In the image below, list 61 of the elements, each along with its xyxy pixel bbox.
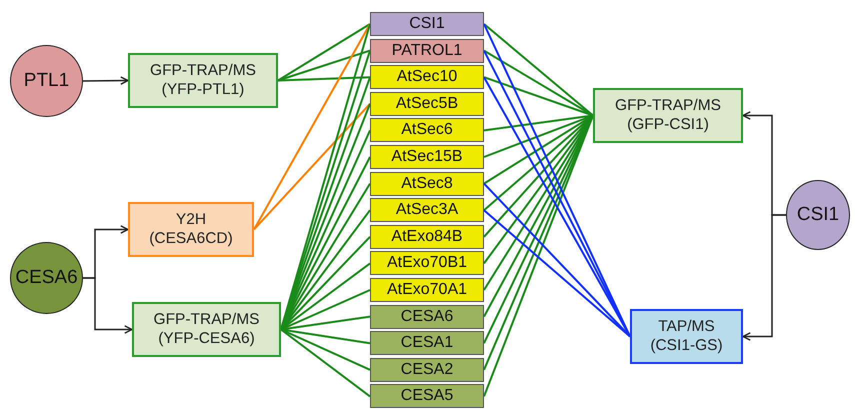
protein-box bbox=[370, 331, 484, 356]
node-label: GFP-TRAP/MS bbox=[150, 62, 256, 80]
protein-box bbox=[370, 38, 484, 63]
protein-box bbox=[370, 118, 484, 142]
node-label: AtSec8 bbox=[401, 174, 453, 193]
node-label: (GFP-CSI1) bbox=[627, 116, 709, 134]
method-box bbox=[128, 53, 278, 108]
protein-box bbox=[370, 172, 484, 196]
method-box bbox=[630, 309, 743, 364]
protein-box bbox=[370, 278, 484, 302]
node-label: TAP/MS bbox=[658, 318, 715, 336]
method-box bbox=[128, 202, 254, 257]
protein-box bbox=[370, 65, 484, 90]
node-label: AtExo70A1 bbox=[386, 281, 468, 299]
node-label: (CESA6CD) bbox=[149, 230, 233, 248]
node-label: (YFP-PTL1) bbox=[162, 80, 244, 100]
protein-box bbox=[370, 358, 484, 382]
interaction-line bbox=[280, 328, 371, 398]
interaction-line bbox=[278, 50, 370, 82]
protein-box bbox=[370, 224, 484, 249]
node-label: AtSec6 bbox=[401, 121, 453, 140]
node-label: AtSec3A bbox=[396, 201, 458, 220]
arrow bbox=[742, 214, 786, 341]
node-label: (CSI1-GS) bbox=[650, 336, 723, 356]
protein-box bbox=[370, 12, 484, 36]
interaction-line bbox=[483, 50, 594, 116]
node-label: GFP-TRAP/MS bbox=[154, 310, 260, 330]
node-label: CSI1 bbox=[409, 15, 445, 33]
node-label: CESA6 bbox=[15, 267, 78, 289]
interaction-line bbox=[484, 114, 594, 132]
node-label: AtExo70B1 bbox=[386, 254, 468, 272]
node-label: AtSec10 bbox=[396, 68, 458, 86]
node-label: AtExo84B bbox=[391, 228, 463, 246]
protein-box bbox=[370, 198, 484, 222]
node-label: (YFP-CESA6) bbox=[158, 330, 255, 348]
interaction-line bbox=[253, 103, 371, 230]
node-label: CSI1 bbox=[796, 204, 840, 226]
node-label: CESA5 bbox=[400, 387, 454, 406]
protein-box bbox=[370, 384, 484, 408]
interaction-line bbox=[278, 76, 370, 82]
node-label: AtSec15B bbox=[391, 148, 463, 166]
arrow bbox=[83, 76, 129, 85]
node-label: CESA1 bbox=[400, 334, 454, 352]
interaction-line bbox=[483, 23, 594, 116]
interaction-line bbox=[277, 23, 371, 82]
protein-box bbox=[370, 145, 484, 169]
node-label: CESA6 bbox=[400, 308, 454, 326]
method-box bbox=[593, 88, 743, 143]
protein-box bbox=[370, 304, 484, 329]
protein-box bbox=[370, 92, 484, 116]
node-label: AtSec5B bbox=[396, 94, 458, 113]
arrow bbox=[83, 277, 133, 334]
method-box bbox=[132, 302, 281, 357]
node-label: Y2H bbox=[176, 210, 206, 230]
interaction-line bbox=[483, 209, 631, 338]
node-label: PATROL1 bbox=[392, 42, 462, 60]
protein-box bbox=[370, 251, 484, 276]
node-label: PTL1 bbox=[24, 70, 70, 92]
node-label: CESA2 bbox=[400, 360, 454, 379]
node-label: GFP-TRAP/MS bbox=[615, 96, 721, 116]
interaction-line bbox=[253, 24, 371, 230]
